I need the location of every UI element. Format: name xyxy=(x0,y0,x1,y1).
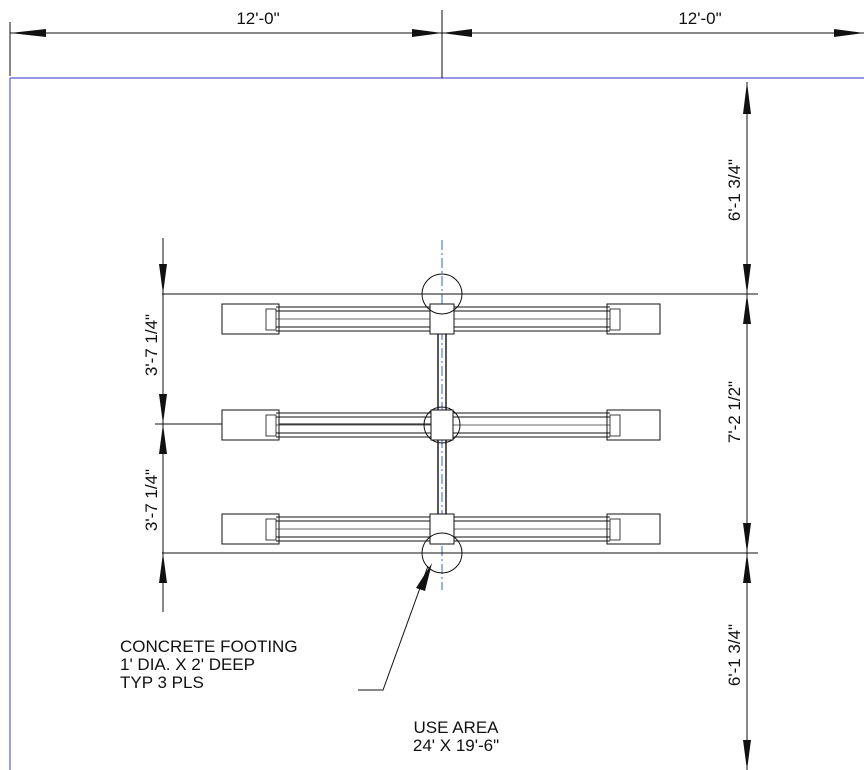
center-hub xyxy=(423,406,461,444)
dim-arrow xyxy=(159,264,167,294)
use-area-label: USE AREA xyxy=(413,718,499,737)
dim-right-upper: 6'-1 3/4" xyxy=(725,159,744,221)
dim-arrow xyxy=(442,29,472,37)
beam-assembly-middle xyxy=(221,406,661,444)
footing-note-line2: 1' DIA. X 2' DEEP xyxy=(120,655,255,674)
dim-arrow xyxy=(159,394,167,424)
dim-top-left: 12'-0" xyxy=(236,9,279,28)
dim-arrow xyxy=(743,523,751,553)
top-dimension: 12'-0" 12'-0" xyxy=(9,9,864,78)
leader-arrow xyxy=(416,563,432,591)
footing-note-line3: TYP 3 PLS xyxy=(120,673,204,692)
beam-assembly-bottom xyxy=(221,513,661,574)
footing-note-line1: CONCRETE FOOTING xyxy=(120,637,298,656)
dim-arrow xyxy=(743,82,751,114)
center-spine xyxy=(437,330,447,515)
footing-leader xyxy=(358,563,432,691)
dim-arrow xyxy=(159,424,167,454)
dim-arrow xyxy=(10,29,46,37)
dim-arrow xyxy=(743,294,751,324)
footing-circle xyxy=(421,273,463,315)
dim-right-middle: 7'-2 1/2" xyxy=(725,381,744,443)
right-dimension: 6'-1 3/4" 7'-2 1/2" 6'-1 3/4" xyxy=(162,82,758,770)
dim-arrow xyxy=(159,553,167,583)
left-dimension: 3'-7 1/4" 3'-7 1/4" xyxy=(142,238,440,612)
center-clamp xyxy=(429,303,455,335)
beam-assembly-top xyxy=(221,273,661,335)
dim-right-lower: 6'-1 3/4" xyxy=(725,624,744,686)
dim-arrow xyxy=(743,553,751,583)
dim-left-lower: 3'-7 1/4" xyxy=(142,469,161,531)
center-clamp xyxy=(429,513,455,545)
dim-arrow xyxy=(743,740,751,770)
dim-top-right: 12'-0" xyxy=(678,9,721,28)
dim-left-upper: 3'-7 1/4" xyxy=(142,314,161,376)
dim-arrow xyxy=(743,264,751,294)
dim-arrow xyxy=(412,29,442,37)
footing-circle xyxy=(421,532,463,574)
use-area-boundary xyxy=(9,77,864,770)
center-clamp xyxy=(430,409,454,441)
use-area-size: 24' X 19'-6" xyxy=(413,736,499,755)
dim-arrow xyxy=(834,29,864,37)
